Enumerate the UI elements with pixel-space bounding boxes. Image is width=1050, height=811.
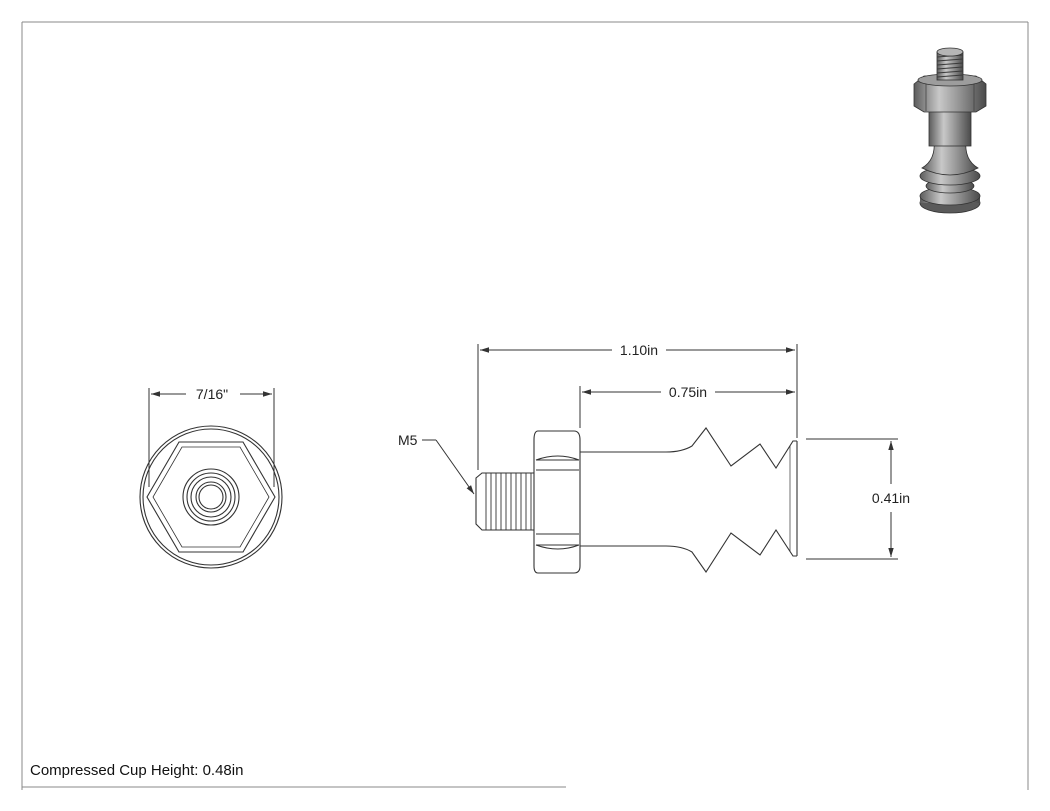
side-view (475, 427, 798, 574)
cup-length-dimension (579, 386, 795, 428)
overall-length-label: 1.10in (620, 342, 658, 358)
threaded-stud (475, 472, 539, 531)
isometric-render (913, 47, 987, 214)
thread-callout-label: M5 (398, 432, 418, 448)
hex-width-label: 7/16" (196, 386, 228, 402)
cup-length-label: 0.75in (669, 384, 707, 400)
cup-diameter-dimension (806, 438, 898, 560)
bellows-cup (580, 427, 798, 573)
hex-width-dimension (148, 388, 275, 487)
thread-callout-leader (422, 439, 475, 495)
compressed-height-note: Compressed Cup Height: 0.48in (30, 762, 244, 779)
end-view (139, 425, 283, 569)
overall-length-dimension (477, 344, 798, 470)
cup-diameter-label: 0.41in (872, 490, 910, 506)
sheet-border (21, 21, 1029, 790)
hex-nut (533, 430, 581, 574)
